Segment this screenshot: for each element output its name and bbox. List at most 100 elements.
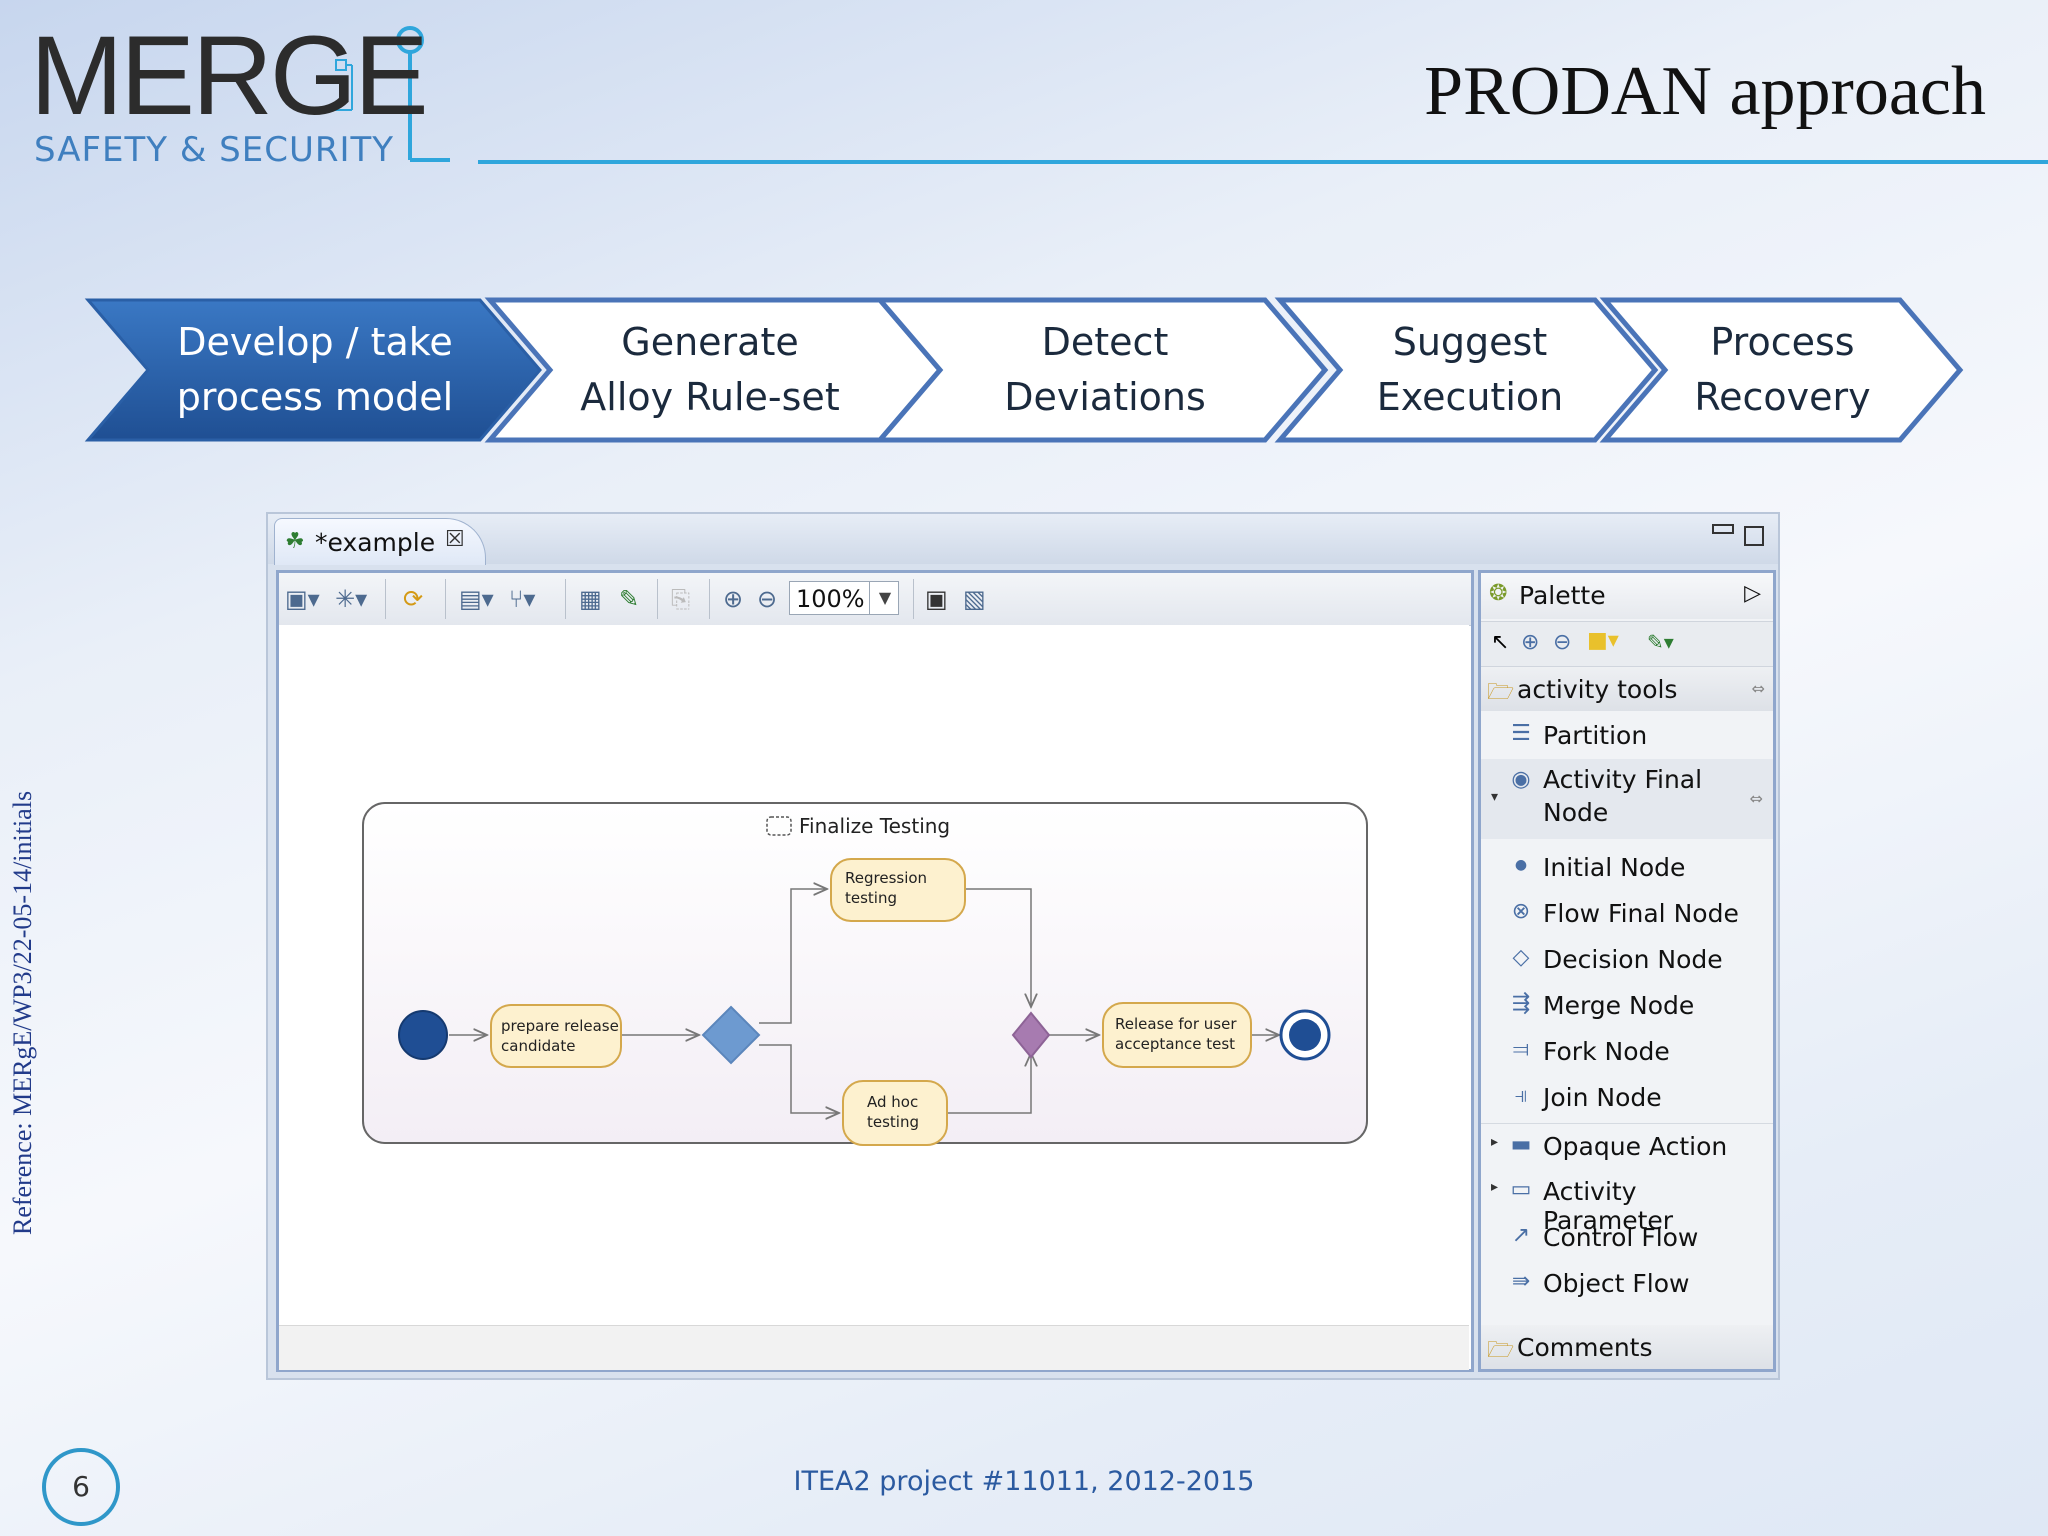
svg-text:candidate: candidate <box>501 1037 575 1055</box>
action-regression-testing[interactable]: Regression testing <box>830 858 966 922</box>
slide-title: PRODAN approach <box>1424 53 1986 130</box>
drawer-comments[interactable]: 🗁 Comments <box>1481 1325 1773 1369</box>
tab-example[interactable]: ☘ *example ☒ <box>274 518 486 565</box>
toolbar-separator <box>445 579 446 619</box>
control-flow-icon: ↗ <box>1511 1223 1531 1248</box>
select-tool-icon[interactable]: ↖ <box>1491 630 1510 655</box>
chevron-down-icon[interactable]: ▼ <box>869 581 900 615</box>
palette-title: Palette <box>1519 581 1606 610</box>
arrange-icon[interactable]: ▣▾ <box>285 585 320 613</box>
palette-item-join-node[interactable]: ⫣ Join Node <box>1481 1075 1773 1121</box>
chevron-right-icon[interactable]: ▸ <box>1491 1179 1499 1195</box>
svg-text:testing: testing <box>867 1113 919 1131</box>
step-chevron-1 <box>84 298 542 442</box>
maximize-icon[interactable] <box>1744 526 1764 546</box>
step-label-develop: Develop / take process model <box>176 320 454 419</box>
palette-item-initial-node[interactable]: ● Initial Node <box>1481 845 1773 891</box>
decision-node[interactable] <box>701 1005 761 1065</box>
step-label-recovery: Process Recovery <box>1694 320 1871 419</box>
diagram-toolbar: ▣▾ ✳▾ ⟳ ▤▾ ⑂▾ ▦ ✎ ⎘ ⊕ ⊖ 100% ▼ ▣ ▧ <box>279 573 1471 626</box>
palette-item-opaque-action[interactable]: ▸ ▬ Opaque Action <box>1481 1123 1773 1170</box>
initial-node-icon: ● <box>1514 857 1528 873</box>
svg-text:prepare release: prepare release <box>501 1017 619 1035</box>
page-number: 6 <box>42 1448 120 1526</box>
palette-item-object-flow[interactable]: ⇛ Object Flow <box>1481 1261 1773 1307</box>
step-chevron-4 <box>1274 297 1659 443</box>
logo-circuit-icon <box>330 26 450 162</box>
palette-item-flow-final-node[interactable]: ⊗ Flow Final Node <box>1481 891 1773 937</box>
activity-diagram-icon: ☘ <box>285 529 305 554</box>
folder-open-icon: 🗁 <box>1487 1338 1515 1363</box>
drawer-activity-tools[interactable]: 🗁 activity tools ⇔ <box>1481 667 1773 711</box>
control-flows <box>449 889 1279 1113</box>
camera-icon[interactable]: ▣ <box>925 585 948 613</box>
palette-icon: ❂ <box>1489 581 1508 606</box>
show-icon[interactable]: ▦ <box>579 585 602 613</box>
svg-text:Release for user: Release for user <box>1115 1015 1237 1033</box>
decision-node-icon: ◇ <box>1512 945 1530 970</box>
activity-parameter-icon: ▭ <box>1510 1177 1532 1202</box>
refresh-icon[interactable]: ⟳ <box>403 585 424 613</box>
merge-node[interactable] <box>1011 1011 1051 1059</box>
action-release-for-user[interactable]: Release for user acceptance test <box>1102 1002 1252 1068</box>
chevron-down-icon[interactable]: ▾ <box>1491 789 1499 805</box>
palette-item-control-flow[interactable]: ↗ Control Flow <box>1481 1215 1773 1261</box>
svg-text:acceptance test: acceptance test <box>1115 1035 1235 1053</box>
step-label-suggest: Suggest Execution <box>1376 320 1564 419</box>
filter-icon[interactable]: ▤▾ <box>459 585 494 613</box>
activity-icon <box>766 816 792 836</box>
chevron-right-icon[interactable]: ▸ <box>1491 1134 1499 1150</box>
palette-item-activity-parameter[interactable]: ▸ ▭ Activity Parameter <box>1491 1177 1674 1235</box>
activity-final-node-icon: ◉ <box>1511 767 1531 792</box>
layout-icon[interactable]: ▧ <box>963 585 986 613</box>
zoom-in-icon[interactable]: ⊕ <box>723 585 744 613</box>
flow-final-node-icon: ⊗ <box>1511 899 1531 924</box>
editor-tab-bar: ☘ *example ☒ <box>268 514 1778 565</box>
side-reference: Reference: MERgE/WP3/22-05-14/initials <box>8 790 37 1235</box>
toolbar-separator <box>657 579 658 619</box>
drawer-label: Comments <box>1517 1333 1653 1362</box>
zoom-in-tool-icon[interactable]: ⊕ <box>1521 630 1540 655</box>
horizontal-scrollbar[interactable] <box>279 1325 1469 1370</box>
pin-icon[interactable]: ⇔ <box>1751 679 1765 698</box>
palette-item-activity-final-node[interactable]: ▾ ◉ Activity Final Node ⇔ <box>1481 759 1773 839</box>
palette-item-merge-node[interactable]: ⇶ Merge Node <box>1481 983 1773 1029</box>
folder-open-icon: 🗁 <box>1487 680 1515 705</box>
action-adhoc-testing[interactable]: Ad hoc testing <box>842 1080 948 1146</box>
toolbar-separator <box>385 579 386 619</box>
step-chevron-3 <box>874 297 1329 443</box>
zoom-out-tool-icon[interactable]: ⊖ <box>1553 630 1572 655</box>
palette-item-decision-node[interactable]: ◇ Decision Node <box>1481 937 1773 983</box>
initial-node[interactable] <box>398 1010 448 1060</box>
paste-icon[interactable]: ⎘ <box>671 585 691 613</box>
tab-title: *example <box>315 528 436 557</box>
close-icon[interactable]: ☒ <box>445 527 465 552</box>
pin-icon[interactable]: ✎ <box>619 585 640 613</box>
action-prepare-release[interactable]: prepare release candidate <box>490 1004 622 1068</box>
toolbar-separator <box>709 579 710 619</box>
palette-item-partition[interactable]: ☰ Partition <box>1481 713 1773 759</box>
note-tool-icon[interactable]: ■▾ <box>1587 628 1619 653</box>
layer-icon[interactable]: ⑂▾ <box>509 585 536 613</box>
collapse-palette-icon[interactable]: ▷ <box>1744 581 1761 606</box>
editor-window: ☘ *example ☒ ▣▾ ✳▾ ⟳ ▤▾ ⑂▾ ▦ ✎ ⎘ ⊕ ⊖ 100… <box>266 512 1780 1380</box>
diagram-canvas[interactable]: Finalize Testing prepare <box>279 625 1469 1325</box>
drawer-label: activity tools <box>1517 675 1678 704</box>
step-chevron-5 <box>1599 297 1964 443</box>
logo-wordmark: MERGE <box>30 13 429 138</box>
activity-title: Finalize Testing <box>799 814 950 838</box>
palette-item-fork-node[interactable]: ⫤ Fork Node <box>1481 1029 1773 1075</box>
pin-icon[interactable]: ⇔ <box>1749 789 1763 808</box>
zoom-out-icon[interactable]: ⊖ <box>757 585 778 613</box>
minimize-icon[interactable] <box>1712 524 1734 534</box>
zoom-select[interactable]: 100% <box>789 581 899 615</box>
activity-final-node[interactable] <box>1279 1009 1331 1061</box>
select-all-icon[interactable]: ✳▾ <box>335 585 368 613</box>
connector-tool-icon[interactable]: ✎▾ <box>1647 630 1674 654</box>
step-label-generate: Generate Alloy Rule-set <box>580 320 840 419</box>
header-divider <box>478 160 2048 164</box>
fork-node-icon: ⫤ <box>1512 1037 1530 1062</box>
svg-text:Regression: Regression <box>845 869 927 887</box>
svg-text:testing: testing <box>845 889 897 907</box>
palette-header: ❂ Palette ▷ <box>1481 573 1773 619</box>
